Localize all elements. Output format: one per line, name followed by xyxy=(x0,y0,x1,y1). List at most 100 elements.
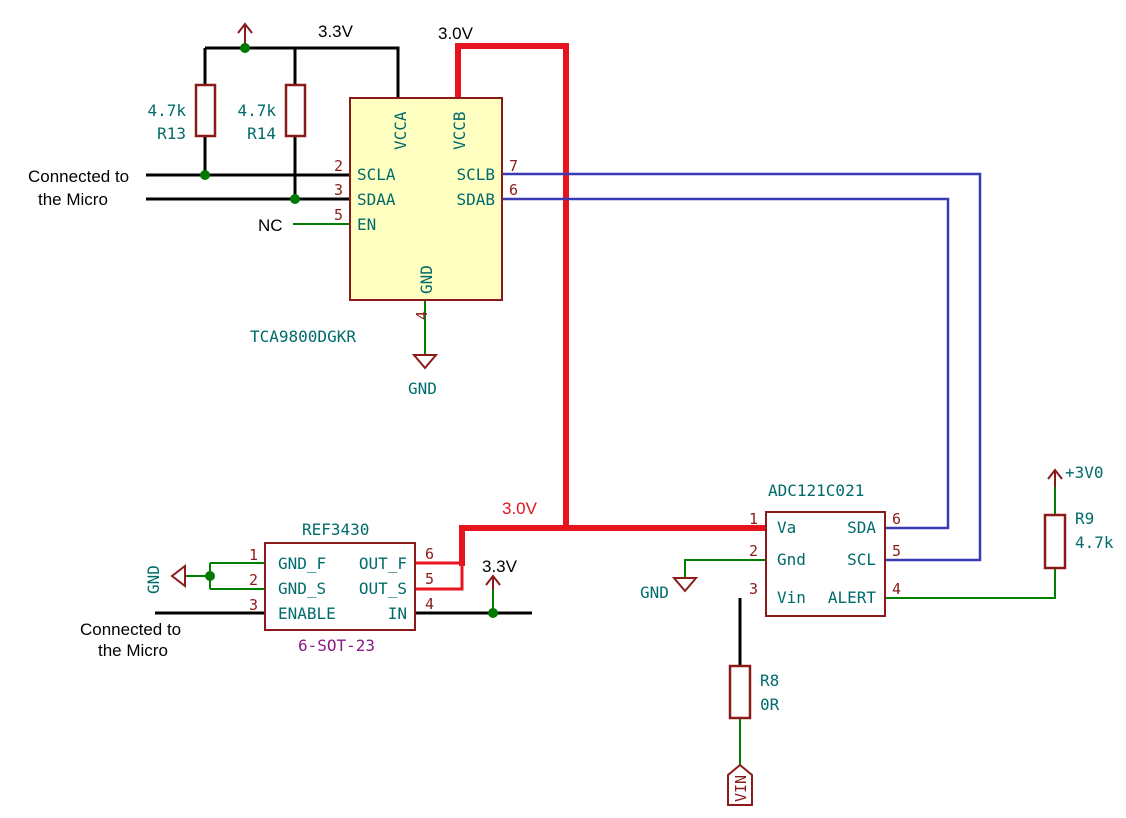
vin-port-icon xyxy=(727,763,753,806)
junction-ref-gnd xyxy=(205,571,215,581)
r13-body xyxy=(194,83,217,138)
tca9800-pin-num-3: 3 xyxy=(334,181,343,199)
gnd-adc-icon xyxy=(671,577,699,593)
r9-ref: R9 xyxy=(1075,509,1094,528)
resistor-r13: 4.7k R13 xyxy=(147,83,217,143)
adc121-pin-num-3: 3 xyxy=(749,580,758,598)
r8-value: 0R xyxy=(760,695,780,714)
r8-ref: R8 xyxy=(760,671,779,690)
gnd-ref-label: GND xyxy=(144,565,163,594)
adc121-pin-name-scl: SCL xyxy=(847,550,876,569)
adc121-pin-name-vin: Vin xyxy=(777,588,806,607)
tca9800-pin-num-5: 5 xyxy=(334,206,343,224)
adc121-ref: ADC121C021 xyxy=(768,481,864,500)
ref3430-body xyxy=(264,542,416,631)
tca9800-pin-num-4: 4 xyxy=(413,311,431,320)
adc121-body xyxy=(765,511,886,617)
wires-blue xyxy=(502,172,982,562)
note-nc: NC xyxy=(258,216,283,235)
ic-tca9800: SCLA SDAA EN 2 3 5 SCLB SDAB 7 6 VCCA VC… xyxy=(250,97,518,346)
wire-3v0-vccb xyxy=(455,43,569,528)
tca9800-pin-num-2: 2 xyxy=(334,157,343,175)
ref3430-pin-name-enable: ENABLE xyxy=(278,604,336,623)
ref3430-pin-name-out-s: OUT_S xyxy=(359,579,407,598)
r13-value: 4.7k xyxy=(147,101,186,120)
adc121-pin-name-va: Va xyxy=(777,518,796,537)
r14-value: 4.7k xyxy=(237,101,276,120)
ref3430-pin-name-out-f: OUT_F xyxy=(359,554,407,573)
ref3430-pin-name-gnd-f: GND_F xyxy=(278,554,326,573)
gnd-adc-label: GND xyxy=(640,583,669,602)
tca9800-pin-name-sclb: SCLB xyxy=(456,165,495,184)
r9-body xyxy=(1043,513,1067,570)
ref3430-package: 6-SOT-23 xyxy=(298,636,375,655)
ref3430-pin-num-4: 4 xyxy=(425,595,434,613)
junction-sdaa-r14 xyxy=(290,194,300,204)
r14-ref: R14 xyxy=(247,124,276,143)
tca9800-pin-num-6: 6 xyxy=(509,181,518,199)
ic-ref3430: GND_F GND_S ENABLE 1 2 3 OUT_F OUT_S IN … xyxy=(249,520,434,655)
tca9800-body xyxy=(349,97,503,301)
adc121-pin-name-alert: ALERT xyxy=(828,588,877,607)
tca9800-pin-name-sdaa: SDAA xyxy=(357,190,396,209)
wires-green xyxy=(185,223,1056,765)
ref3430-pin-name-in: IN xyxy=(388,604,407,623)
ref3430-pin-num-6: 6 xyxy=(425,545,434,563)
note-3v0-mid: 3.0V xyxy=(502,499,538,518)
vin-port-label: VIN xyxy=(732,775,750,802)
wire-scl-bus xyxy=(502,172,982,562)
wire-adc-gnd xyxy=(684,559,766,578)
note-micro-bottom-line2: the Micro xyxy=(98,641,168,660)
power-arrow-ref-in-icon xyxy=(485,574,501,590)
note-micro-top-line1: Connected to xyxy=(28,167,129,186)
ref3430-ref: REF3430 xyxy=(302,520,369,539)
power-arrow-3v0-icon xyxy=(1047,468,1063,487)
note-3v0-top: 3.0V xyxy=(438,24,474,43)
tca9800-pin-name-vccb: VCCB xyxy=(450,111,469,150)
resistor-r9: R9 4.7k xyxy=(1043,509,1114,570)
adc121-pin-num-4: 4 xyxy=(892,580,901,598)
adc121-pin-num-1: 1 xyxy=(749,510,758,528)
junction-top-supply xyxy=(240,43,250,53)
tca9800-pin-name-sdab: SDAB xyxy=(456,190,495,209)
wires-red xyxy=(455,43,766,566)
r8-body xyxy=(728,664,752,720)
wire-3v3-top xyxy=(205,46,400,98)
note-micro-top-line2: the Micro xyxy=(38,190,108,209)
tca9800-pin-name-gnd: GND xyxy=(417,265,436,294)
r9-value: 4.7k xyxy=(1075,533,1114,552)
ref3430-pin-num-2: 2 xyxy=(249,571,258,589)
resistor-r14: 4.7k R14 xyxy=(237,83,307,143)
gnd-ref-icon xyxy=(170,563,186,589)
wire-3v0-va xyxy=(459,525,766,566)
tca9800-ref: TCA9800DGKR xyxy=(250,327,356,346)
wire-alert-r9 xyxy=(885,568,1056,599)
r13-ref: R13 xyxy=(157,124,186,143)
adc121-pin-num-6: 6 xyxy=(892,510,901,528)
note-3v3-top: 3.3V xyxy=(318,22,354,41)
wire-sda-bus xyxy=(502,197,950,530)
adc121-pin-name-sda: SDA xyxy=(847,518,876,537)
power-3v0-label: +3V0 xyxy=(1065,463,1104,482)
junction-scla-r13 xyxy=(200,170,210,180)
ic-adc121c021: Va Gnd Vin 1 2 3 SDA SCL ALERT 6 5 4 ADC… xyxy=(749,481,901,617)
ref3430-pin-name-gnd-s: GND_S xyxy=(278,579,326,598)
ref3430-pin-num-3: 3 xyxy=(249,596,258,614)
adc121-pin-name-gnd: Gnd xyxy=(777,550,806,569)
wires-red-thin xyxy=(415,561,464,591)
tca9800-pin-name-en: EN xyxy=(357,215,376,234)
note-3v3-ref: 3.3V xyxy=(482,557,518,576)
gnd-tca-label: GND xyxy=(408,379,437,398)
junction-ref-in xyxy=(488,608,498,618)
r14-body xyxy=(284,83,307,138)
tca9800-pin-name-vcca: VCCA xyxy=(391,111,410,150)
adc121-pin-num-2: 2 xyxy=(749,542,758,560)
tca9800-pin-name-scla: SCLA xyxy=(357,165,396,184)
wire-out-s xyxy=(415,563,464,591)
note-micro-bottom-line1: Connected to xyxy=(80,620,181,639)
wires-black xyxy=(146,46,742,666)
ref3430-pin-num-1: 1 xyxy=(249,546,258,564)
junctions xyxy=(200,43,498,618)
tca9800-pin-num-7: 7 xyxy=(509,157,518,175)
